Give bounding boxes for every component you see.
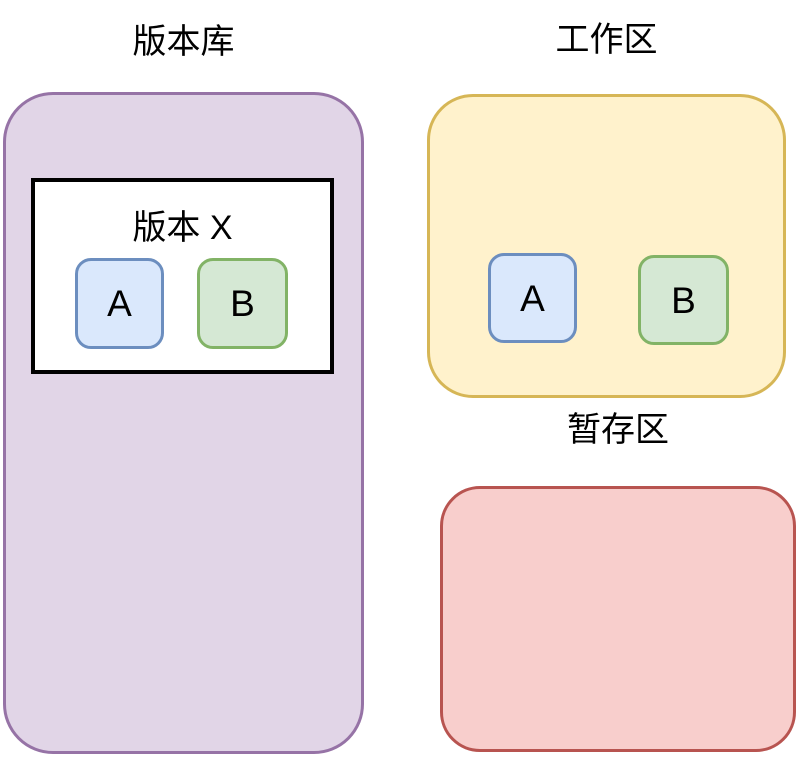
work-file-label-a: A [520,277,545,319]
version-box: 版本 X A B [31,178,334,374]
working-area-title: 工作区 [555,21,658,59]
repository-title: 版本库 [132,23,235,61]
work-file-box-b: B [638,255,729,345]
version-box-title: 版本 X [132,209,233,247]
work-file-label-b: B [671,279,696,321]
repo-file-box-b: B [197,258,288,349]
staging-area-title: 暂存区 [567,411,669,449]
work-file-box-a: A [488,253,577,343]
repo-file-label-b: B [230,283,255,324]
repository-container: 版本 X A B [3,92,364,754]
repo-file-label-a: A [107,283,132,324]
working-area-container: A B [427,94,786,398]
staging-area-container [440,486,796,752]
repo-file-box-a: A [75,258,164,349]
